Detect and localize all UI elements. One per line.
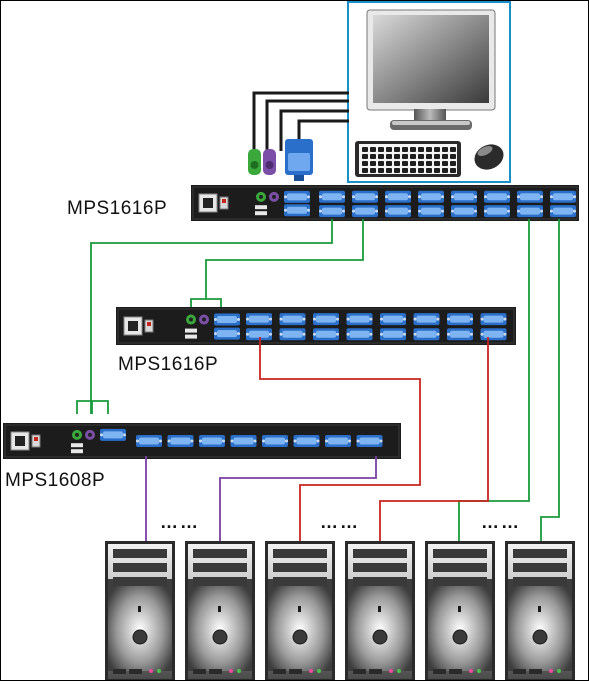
pc-vga-port-icon: [352, 190, 378, 203]
pc-vga-port-icon: [356, 435, 383, 447]
console-ps2-keyboard-port-icon: [85, 429, 95, 440]
pc-vga-port-icon: [480, 313, 507, 326]
console-plugs: [248, 139, 313, 181]
pc-vga-port-icon: [451, 190, 477, 203]
console-group: [347, 1, 511, 183]
usb-port-icon: [185, 328, 197, 339]
pc-vga-port-icon: [293, 435, 320, 447]
ellipsis-group-2: ……: [320, 512, 360, 532]
switch-top: [191, 185, 579, 221]
pc-vga-port-icon: [262, 435, 288, 447]
pc-vga-port-icon: [246, 313, 272, 326]
computer-tower-icon: [265, 541, 335, 681]
monitor-icon: [366, 9, 496, 130]
ps2-keyboard-plug-icon: [263, 149, 276, 175]
pc-vga-port-icon: [517, 205, 543, 218]
pc-vga-port-icon: [413, 313, 440, 326]
switch-middle: [116, 307, 516, 345]
vga-plug-icon: [285, 139, 313, 181]
pc-vga-port-icon: [484, 205, 510, 218]
pc-vga-port-icon: [418, 190, 444, 203]
pc-vga-port-icon: [319, 190, 345, 203]
pc-vga-port-icon: [246, 328, 272, 341]
switch-middle-model-label: MPS1616P: [118, 354, 218, 375]
usb-port-icon: [255, 205, 267, 216]
pc-vga-port-icon: [230, 435, 257, 447]
pc-vga-port-icon: [199, 435, 225, 447]
console-vga-port-icon: [100, 428, 126, 441]
pc-vga-port-icon: [447, 313, 473, 326]
pc-vga-port-icon: [136, 435, 162, 447]
pc-vga-port-icon: [319, 205, 345, 218]
console-ps2-mouse-port-icon: [186, 314, 196, 325]
switch-bottom-model-label: MPS1608P: [5, 470, 105, 491]
ellipsis-group-3: ……: [481, 512, 521, 532]
power-inlet-icon: [10, 431, 41, 451]
pc-vga-port-icon: [352, 205, 378, 218]
computer-tower-icon: [425, 541, 495, 681]
pc-vga-port-icon: [346, 328, 373, 341]
power-inlet-icon: [123, 316, 154, 336]
computer-tower-icon: [185, 541, 255, 681]
pc-vga-port-icon: [385, 205, 411, 218]
pc-vga-port-icon: [413, 328, 440, 341]
computer-cables-purple: [145, 456, 377, 542]
pc-vga-port-icon: [484, 190, 510, 203]
power-inlet-icon: [198, 193, 229, 213]
pc-vga-port-icon: [380, 328, 406, 341]
pc-vga-port-icon: [325, 435, 351, 447]
cascade-cables-green: [76, 219, 560, 542]
console-vga-port-icon: [284, 190, 310, 203]
pc-vga-port-icon: [346, 313, 373, 326]
pc-vga-port-icon: [313, 328, 339, 341]
pc-vga-port-icon: [385, 190, 411, 203]
pc-vga-port-icon: [279, 313, 306, 326]
mouse-icon: [474, 144, 504, 170]
pc-vga-port-icon: [313, 313, 339, 326]
console-ps2-mouse-port-icon: [72, 429, 82, 440]
switch-top-model-label: MPS1616P: [67, 198, 167, 219]
pc-vga-port-icon: [447, 328, 473, 341]
console-ps2-keyboard-port-icon: [269, 191, 279, 202]
pc-vga-port-icon: [279, 328, 306, 341]
console-cables: [252, 91, 349, 151]
console-ps2-mouse-port-icon: [256, 191, 266, 202]
usb-port-icon: [71, 443, 83, 454]
console-ps2-keyboard-port-icon: [199, 314, 209, 325]
pc-vga-port-icon: [418, 205, 444, 218]
keyboard-icon: [355, 141, 461, 177]
computer-cables-red: [259, 337, 489, 542]
computer-tower-icon: [105, 541, 175, 681]
console-vga-port-2-icon: [284, 204, 310, 217]
console-vga-port-2-icon: [214, 327, 240, 340]
computer-tower-icon: [505, 541, 575, 681]
pc-vga-port-icon: [451, 205, 477, 218]
pc-vga-port-icon: [550, 190, 576, 203]
computers: [105, 541, 575, 681]
ps2-mouse-plug-icon: [248, 149, 261, 175]
console-vga-port-icon: [214, 313, 240, 326]
pc-vga-port-icon: [517, 190, 543, 203]
pc-vga-port-icon: [167, 435, 194, 447]
pc-vga-port-icon: [480, 328, 507, 341]
pc-vga-port-icon: [380, 313, 406, 326]
computer-tower-icon: [345, 541, 415, 681]
pc-vga-port-icon: [550, 205, 576, 218]
ellipsis-group-1: ……: [160, 512, 200, 532]
switch-bottom: [3, 423, 401, 459]
